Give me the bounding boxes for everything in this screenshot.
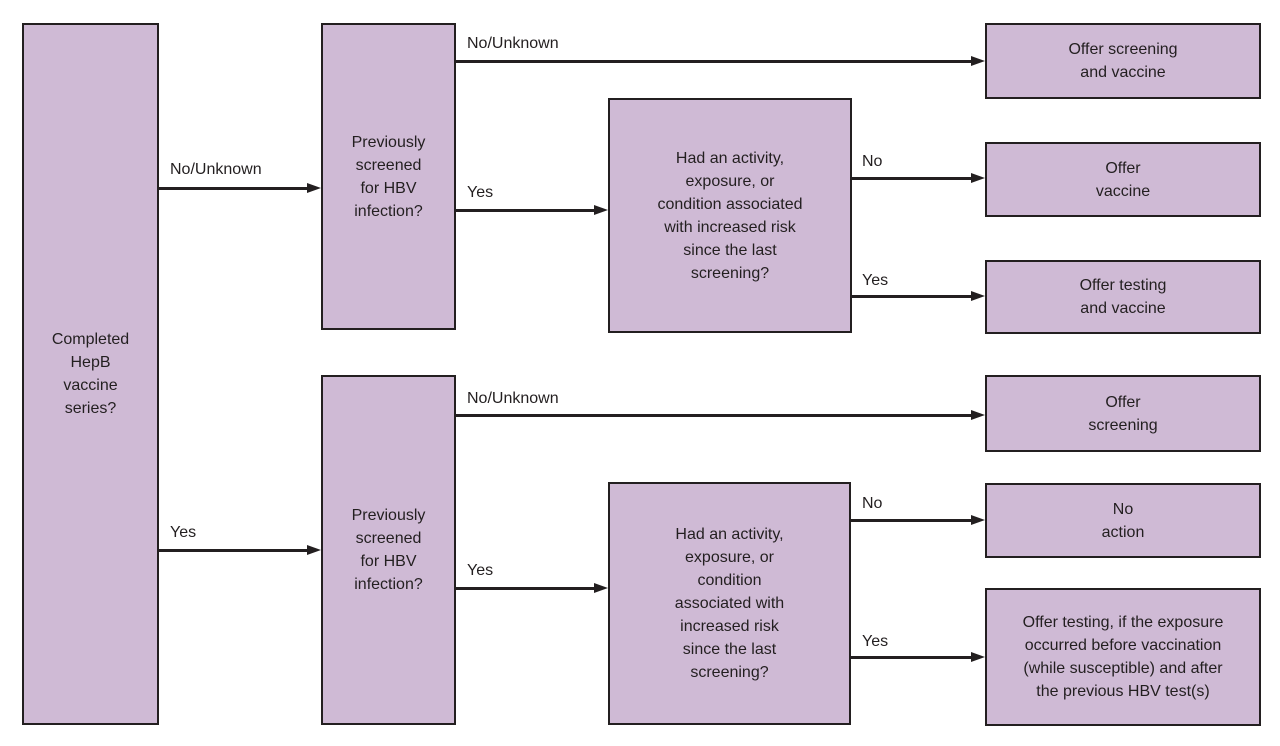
node-offer-vaccine-label: Offer vaccine: [1095, 159, 1151, 200]
node-previously-screened-top: Previously screened for HBV infection?: [321, 23, 456, 330]
edge-risk-top-to-offer-vaccine-label: No: [862, 153, 883, 170]
edge-risk-bottom-to-offer-testing-conditional-arrow: [850, 652, 985, 661]
node-previously-screened-top-label: Previously screened for HBV infection?: [351, 133, 426, 220]
edge-risk-bottom-to-no-action-label: No: [862, 495, 883, 512]
node-completed-hepb-series: Completed HepB vaccine series?: [22, 23, 159, 725]
node-previously-screened-bottom: Previously screened for HBV infection?: [321, 375, 456, 725]
edge-risk-bottom-to-offer-testing-conditional-label: Yes: [862, 633, 889, 650]
node-offer-screening: Offer screening: [985, 375, 1261, 452]
edge-screened-top-to-offer-screening-vaccine-label: No/Unknown: [467, 35, 559, 52]
edge-screened-bottom-to-risk-bottom-label: Yes: [467, 562, 494, 579]
node-offer-screening-label: Offer screening: [1088, 393, 1158, 434]
node-no-action: No action: [985, 483, 1261, 558]
node-offer-testing-conditional: Offer testing, if the exposure occurred …: [985, 588, 1261, 726]
edge-screened-bottom-to-offer-screening-label: No/Unknown: [467, 390, 559, 407]
node-no-action-label: No action: [1101, 500, 1145, 541]
node-offer-screening-and-vaccine-label: Offer screening and vaccine: [1068, 41, 1178, 81]
edge-series-to-screened-top-arrow: [159, 183, 321, 192]
edge-screened-top-to-risk-top-label: Yes: [467, 184, 494, 201]
edge-screened-top-to-risk-top-arrow: [456, 205, 608, 214]
node-offer-testing-and-vaccine: Offer testing and vaccine: [985, 260, 1261, 334]
node-offer-testing-conditional-label: Offer testing, if the exposure occurred …: [1022, 614, 1224, 700]
node-risk-assessment-top: Had an activity, exposure, or condition …: [608, 98, 852, 333]
node-offer-vaccine: Offer vaccine: [985, 142, 1261, 217]
edge-risk-bottom-to-no-action-arrow: [850, 515, 985, 524]
node-risk-assessment-bottom: Had an activity, exposure, or condition …: [608, 482, 851, 725]
edge-series-to-screened-top-label: No/Unknown: [170, 161, 262, 178]
edge-risk-top-to-offer-testing-vaccine-label: Yes: [862, 272, 889, 289]
edge-risk-top-to-offer-vaccine-arrow: [851, 173, 985, 182]
edge-risk-top-to-offer-testing-vaccine-arrow: [851, 291, 985, 300]
edge-screened-top-to-offer-screening-vaccine-arrow: [456, 56, 985, 65]
node-offer-screening-and-vaccine: Offer screening and vaccine: [985, 23, 1261, 99]
node-risk-assessment-top-label: Had an activity, exposure, or condition …: [657, 149, 803, 282]
node-completed-hepb-series-label: Completed HepB vaccine series?: [51, 331, 130, 417]
node-risk-assessment-bottom-label: Had an activity, exposure, or condition …: [674, 526, 785, 681]
edge-series-to-screened-bottom-label: Yes: [170, 524, 197, 541]
edge-series-to-screened-bottom-arrow: [159, 545, 321, 554]
edge-screened-bottom-to-risk-bottom-arrow: [456, 583, 608, 592]
node-previously-screened-bottom-label: Previously screened for HBV infection?: [351, 507, 426, 593]
edge-screened-bottom-to-offer-screening-arrow: [456, 410, 985, 419]
node-offer-testing-and-vaccine-label: Offer testing and vaccine: [1079, 277, 1167, 317]
